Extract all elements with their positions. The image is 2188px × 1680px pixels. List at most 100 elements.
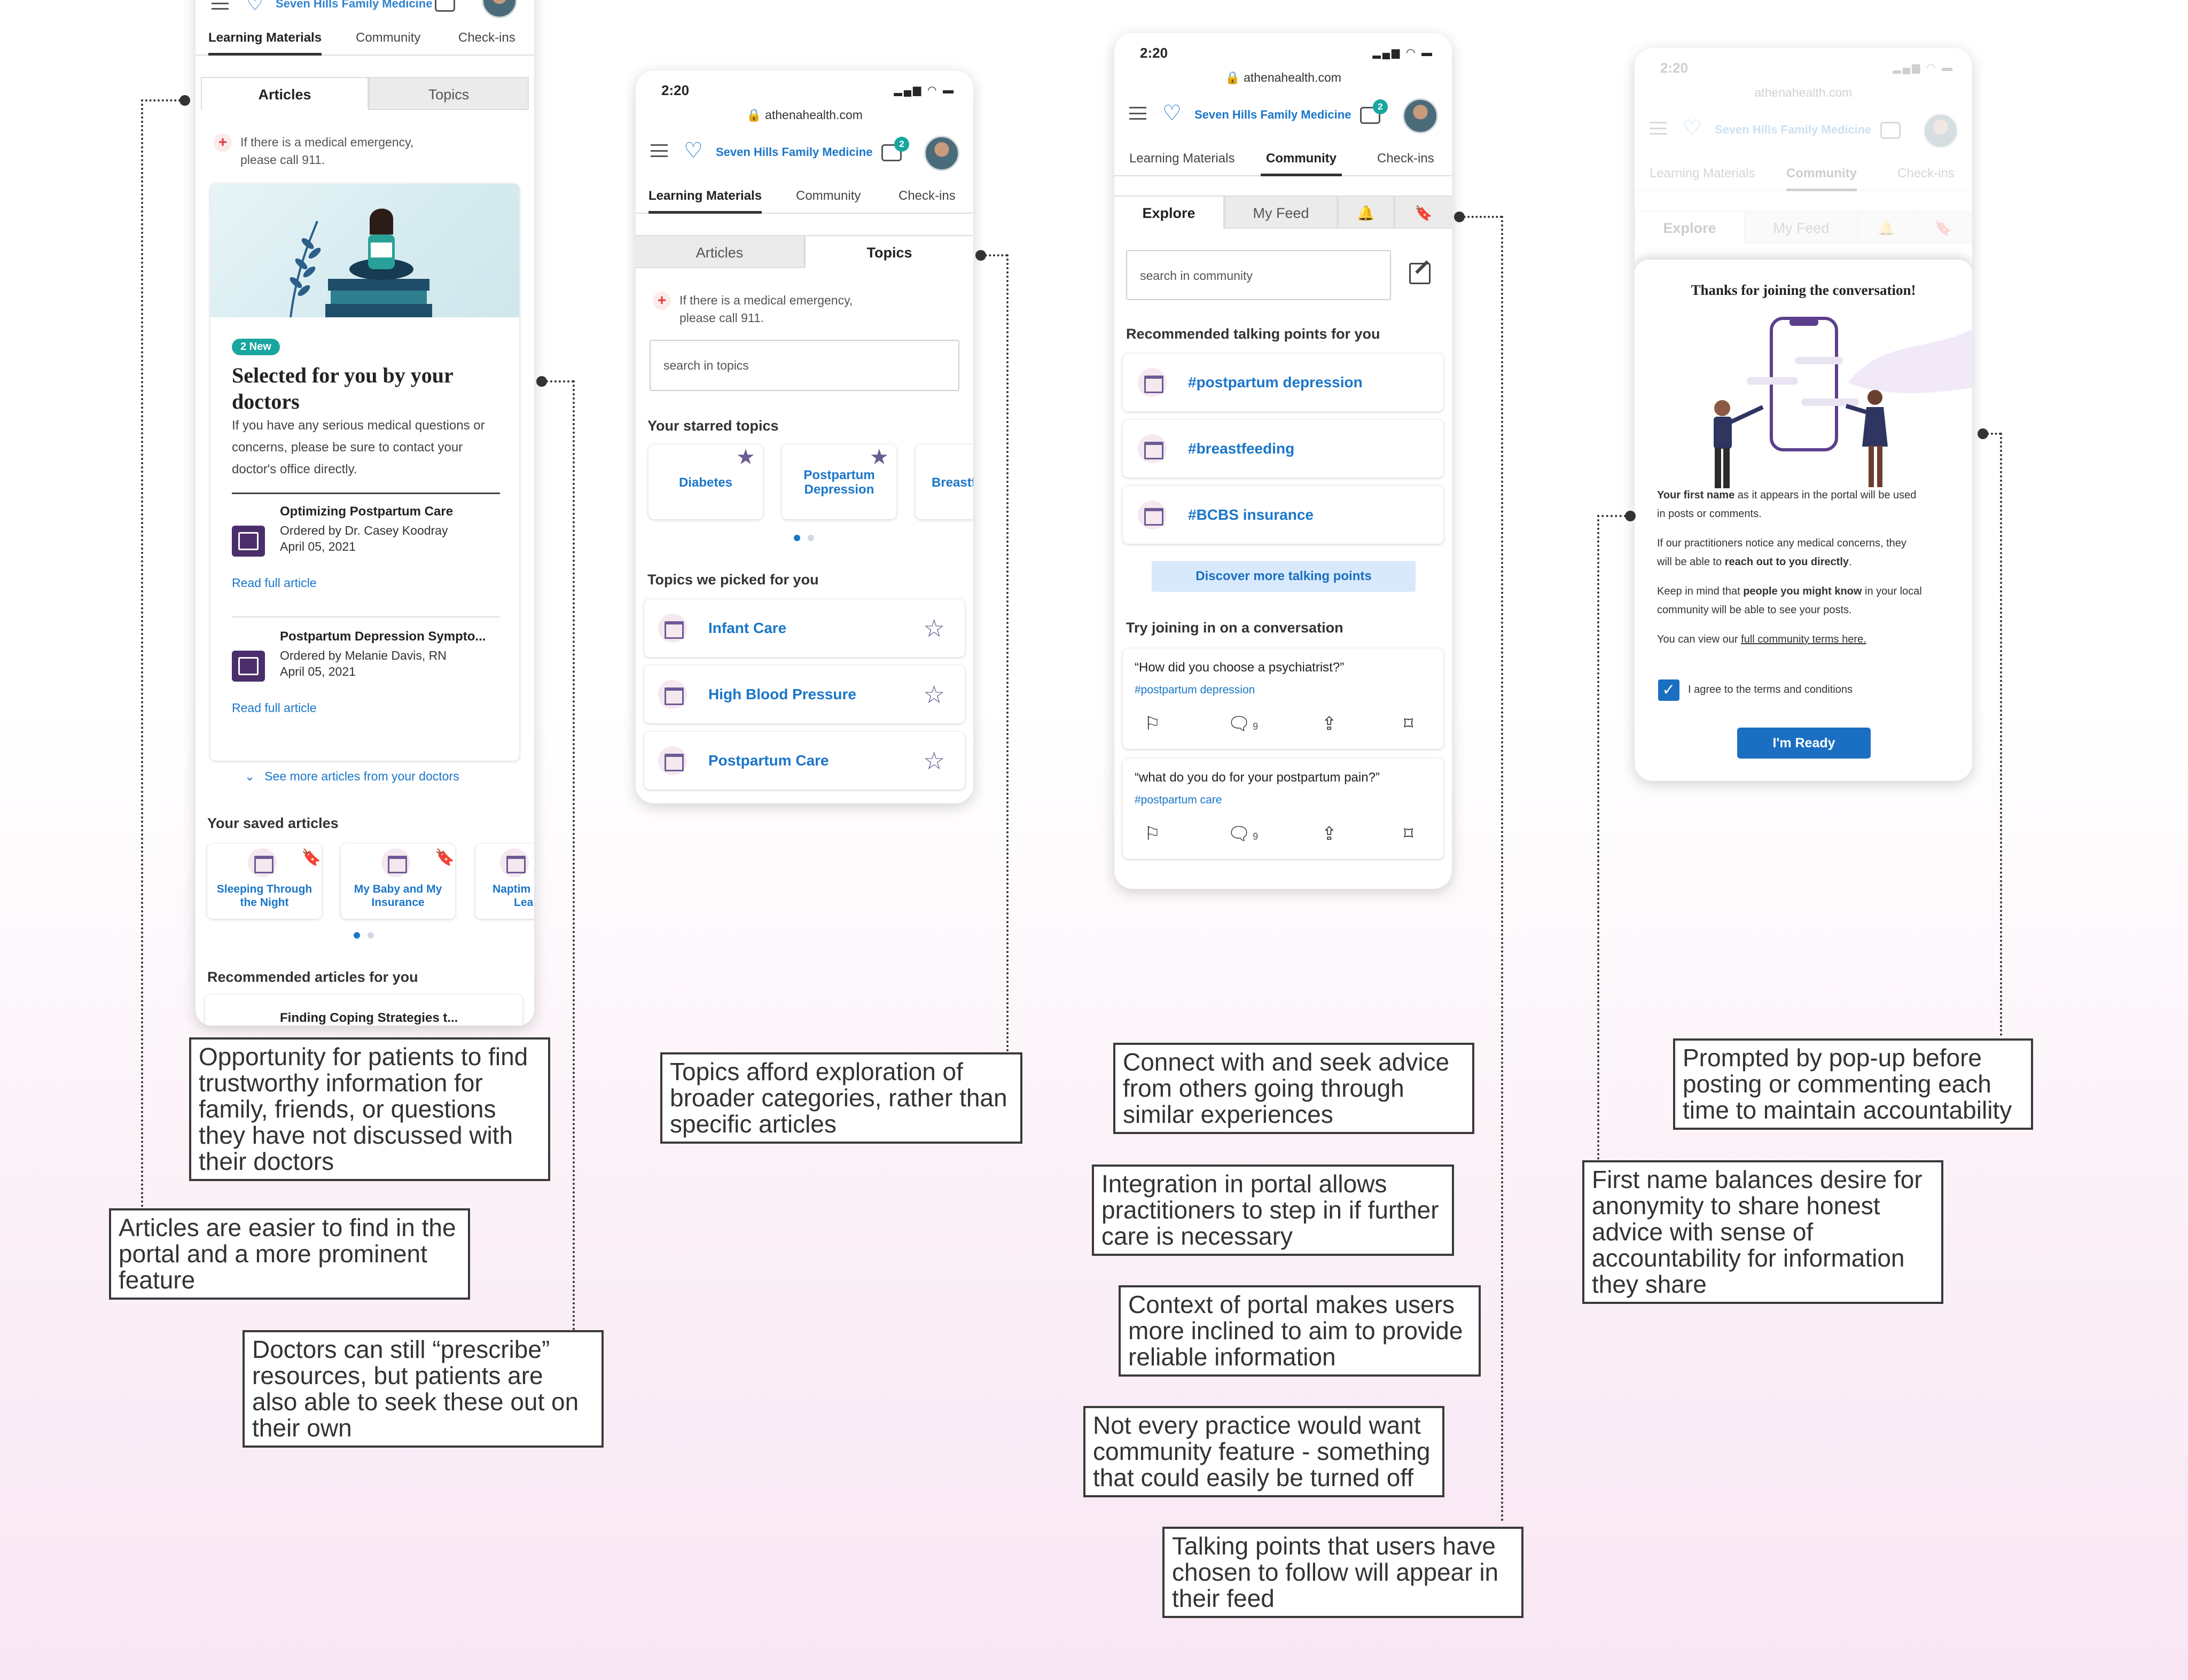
talking-point-card[interactable]: #breastfeeding bbox=[1123, 420, 1443, 478]
picked-topic-card[interactable]: Postpartum Care ☆ bbox=[644, 732, 965, 790]
starred-topic-card[interactable]: ★ Diabetes bbox=[648, 444, 763, 519]
community-search-input[interactable]: search in community bbox=[1126, 250, 1391, 300]
insurance-card-icon bbox=[1138, 501, 1167, 529]
url-bar[interactable]: 🔒 athenahealth.com bbox=[1225, 71, 1341, 84]
segmented-tabs: Articles Topics bbox=[636, 235, 973, 268]
star-outline-icon[interactable]: ☆ bbox=[923, 747, 945, 775]
talking-point-card[interactable]: #BCBS insurance bbox=[1123, 486, 1443, 544]
see-more-articles[interactable]: ⌄See more articles from your doctors bbox=[245, 769, 459, 783]
tab-community[interactable]: Community bbox=[356, 30, 421, 45]
carousel-dots bbox=[794, 534, 815, 544]
tab-articles[interactable]: Articles bbox=[201, 77, 369, 110]
read-full-article-link[interactable]: Read full article bbox=[232, 701, 317, 715]
article-date: April 05, 2021 bbox=[280, 540, 356, 553]
article-title: Postpartum Depression Sympto... bbox=[280, 629, 486, 644]
star-filled-icon[interactable]: ★ bbox=[870, 446, 889, 469]
flag-icon[interactable]: ⚐ bbox=[1144, 714, 1161, 734]
avatar[interactable] bbox=[924, 136, 959, 171]
tab-topics[interactable]: Topics bbox=[804, 235, 973, 268]
topics-search-input[interactable]: search in topics bbox=[650, 340, 959, 391]
chat-icon[interactable] bbox=[1360, 107, 1380, 124]
bookmark-icon[interactable]: 🔖 bbox=[301, 849, 322, 866]
talking-point-label: #BCBS insurance bbox=[1188, 506, 1314, 523]
starred-heading: Your starred topics bbox=[647, 418, 779, 434]
article-icon bbox=[232, 651, 265, 682]
talking-point-label: #postpartum depression bbox=[1188, 374, 1363, 390]
discover-more-button[interactable]: Discover more talking points bbox=[1152, 561, 1416, 592]
comment-icon[interactable]: 🗨9 bbox=[1228, 824, 1259, 844]
menu-icon[interactable] bbox=[212, 0, 229, 10]
avatar[interactable] bbox=[482, 0, 517, 18]
star-outline-icon[interactable]: ☆ bbox=[923, 614, 945, 642]
carousel-dots bbox=[354, 932, 374, 941]
tab-my-feed[interactable]: My Feed bbox=[1224, 196, 1338, 229]
talking-point-card[interactable]: #postpartum depression bbox=[1123, 354, 1443, 411]
picked-topic-card[interactable]: Infant Care ☆ bbox=[644, 599, 965, 657]
compose-icon[interactable] bbox=[1409, 260, 1431, 284]
app-bar: ♡ Seven Hills Family Medicine bbox=[1635, 109, 1972, 152]
tab-explore[interactable]: Explore bbox=[1114, 196, 1224, 229]
tab-learning-materials: Learning Materials bbox=[1650, 166, 1755, 181]
picked-topic-card[interactable]: High Blood Pressure ☆ bbox=[644, 666, 965, 723]
tab-community[interactable]: Community bbox=[1261, 141, 1342, 176]
bookmark-icon[interactable]: ⌑ bbox=[1404, 824, 1413, 844]
flag-icon[interactable]: ⚐ bbox=[1144, 824, 1161, 844]
tab-check-ins[interactable]: Check-ins bbox=[1377, 151, 1434, 166]
conversation-card[interactable]: “what do you do for your postpartum pain… bbox=[1123, 759, 1443, 859]
share-icon[interactable]: ⇪ bbox=[1322, 824, 1337, 844]
signal-wifi-battery-icon: ▂▄▆ ◠ ▬ bbox=[894, 84, 955, 96]
tab-articles[interactable]: Articles bbox=[636, 235, 804, 268]
star-filled-icon[interactable]: ★ bbox=[736, 446, 755, 469]
conversation-card[interactable]: “How did you choose a psychiatrist?” #po… bbox=[1123, 648, 1443, 749]
share-icon[interactable]: ⇪ bbox=[1322, 714, 1337, 734]
menu-icon[interactable] bbox=[651, 144, 668, 157]
nav-tabs: Learning Materials Community Check-ins bbox=[636, 178, 973, 214]
tab-saved[interactable]: 🔖 bbox=[1394, 196, 1452, 229]
chat-icon[interactable] bbox=[435, 0, 455, 12]
conversation-tag[interactable]: #postpartum care bbox=[1135, 794, 1222, 806]
bed-icon bbox=[1138, 368, 1167, 397]
url-bar[interactable]: 🔒 athenahealth.com bbox=[746, 108, 863, 122]
menu-icon[interactable] bbox=[1129, 107, 1146, 120]
tab-my-feed: My Feed bbox=[1745, 210, 1858, 244]
article-item[interactable]: Optimizing Postpartum Care Ordered by Dr… bbox=[232, 504, 499, 611]
bookmark-icon[interactable]: ⌑ bbox=[1404, 714, 1413, 734]
chat-icon[interactable] bbox=[881, 144, 902, 161]
note-reliable-information: Context of portal makes users more incli… bbox=[1119, 1285, 1481, 1377]
article-item[interactable]: Postpartum Depression Sympto... Ordered … bbox=[232, 629, 499, 736]
bookmark-icon[interactable]: 🔖 bbox=[435, 849, 455, 866]
agree-checkbox[interactable]: ✓ bbox=[1658, 679, 1679, 701]
tab-learning-materials[interactable]: Learning Materials bbox=[648, 178, 762, 214]
star-outline-icon[interactable]: ☆ bbox=[923, 681, 945, 708]
community-terms-link[interactable]: full community terms here. bbox=[1741, 634, 1866, 645]
tab-learning-materials[interactable]: Learning Materials bbox=[208, 20, 322, 56]
conversation-tag[interactable]: #postpartum depression bbox=[1135, 684, 1255, 696]
comment-icon[interactable]: 🗨9 bbox=[1228, 714, 1259, 734]
selected-title: Selected for you by your doctors bbox=[232, 363, 454, 413]
brand-name: Seven Hills Family Medicine bbox=[1715, 123, 1872, 136]
avatar[interactable] bbox=[1403, 98, 1438, 134]
conversation-illustration bbox=[1714, 317, 1972, 488]
status-bar: 2:20 ▂▄▆ ◠ ▬ bbox=[661, 82, 955, 98]
tab-check-ins[interactable]: Check-ins bbox=[898, 189, 956, 203]
tab-community[interactable]: Community bbox=[796, 189, 861, 203]
tab-notifications[interactable]: 🔔 bbox=[1338, 196, 1394, 229]
tab-topics[interactable]: Topics bbox=[369, 77, 529, 110]
recommended-article-card[interactable]: Finding Coping Strategies t... bbox=[205, 995, 522, 1026]
note-turn-off: Not every practice would want community … bbox=[1083, 1406, 1444, 1497]
tab-check-ins[interactable]: Check-ins bbox=[458, 30, 515, 45]
starred-topic-card[interactable]: Breastf bbox=[916, 444, 973, 519]
im-ready-button[interactable]: I'm Ready bbox=[1737, 728, 1871, 759]
agree-label: I agree to the terms and conditions bbox=[1688, 684, 1853, 696]
tab-learning-materials[interactable]: Learning Materials bbox=[1129, 151, 1235, 166]
read-full-article-link[interactable]: Read full article bbox=[232, 576, 317, 590]
note-talking-points-feed: Talking points that users have chosen to… bbox=[1162, 1527, 1523, 1618]
phone-topics: 2:20 ▂▄▆ ◠ ▬ 🔒 athenahealth.com ♡ Seven … bbox=[636, 71, 973, 803]
